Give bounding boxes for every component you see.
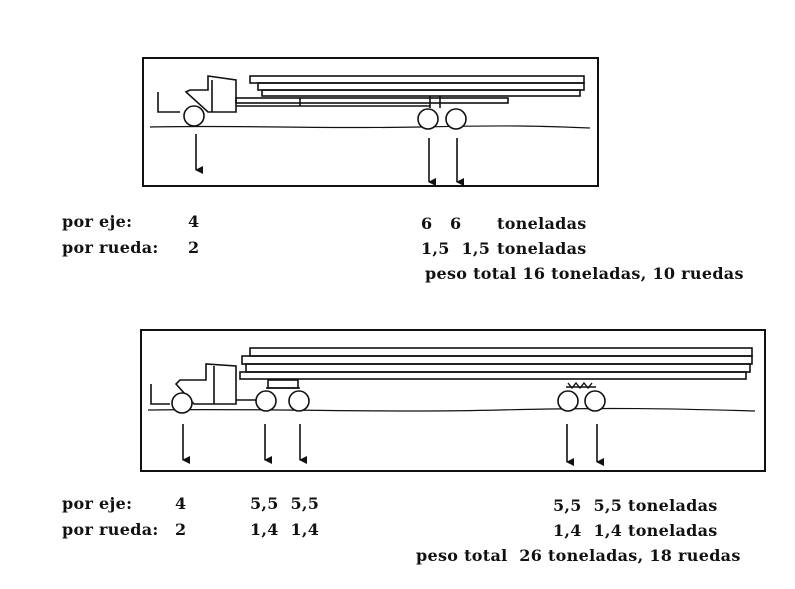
bottom-mid-wheel-1 xyxy=(255,390,277,412)
bottom-diagram xyxy=(140,329,766,472)
top-row1-unit: toneladas xyxy=(497,214,587,233)
top-front-wheel xyxy=(183,105,205,127)
top-tractor xyxy=(157,75,237,127)
bottom-mid-wheel-2 xyxy=(288,390,310,412)
top-row1-front: 4 xyxy=(188,212,200,231)
bottom-logs-load xyxy=(239,347,753,380)
bottom-row1-front: 4 xyxy=(175,494,187,513)
bottom-row1-label: por eje: xyxy=(62,494,133,513)
bottom-total: peso total 26 toneladas, 18 ruedas xyxy=(416,546,741,565)
top-rear-wheel-2 xyxy=(445,108,467,130)
bottom-row2-unit: toneladas xyxy=(628,521,718,540)
bottom-front-bogie xyxy=(266,379,300,389)
top-row2-unit: toneladas xyxy=(497,239,587,258)
top-row1-rear: 6 6 xyxy=(421,214,462,233)
top-row1-label: por eje: xyxy=(62,212,133,231)
top-row2-label: por rueda: xyxy=(62,238,159,257)
bottom-row1-mid: 5,5 5,5 xyxy=(250,494,320,513)
bottom-rear-wheel-2 xyxy=(584,390,606,412)
bottom-row2-mid: 1,4 1,4 xyxy=(250,520,320,539)
bottom-front-wheel xyxy=(171,392,193,414)
top-total: peso total 16 toneladas, 10 ruedas xyxy=(425,264,744,283)
bottom-tractor xyxy=(150,363,256,414)
bottom-row1-unit: toneladas xyxy=(628,496,718,515)
bottom-ground xyxy=(147,407,756,412)
bottom-row2-label: por rueda: xyxy=(62,520,159,539)
top-rear-wheel-1 xyxy=(417,108,439,130)
top-diagram xyxy=(142,57,599,187)
top-logs-load xyxy=(235,75,585,108)
bottom-frame xyxy=(140,329,766,472)
top-frame xyxy=(142,57,599,187)
top-row2-front: 2 xyxy=(188,238,200,257)
bottom-rear-bogie xyxy=(566,381,596,390)
top-row2-rear: 1,5 1,5 xyxy=(421,239,491,258)
bottom-rear-wheel-1 xyxy=(557,390,579,412)
top-ground xyxy=(149,125,591,129)
bottom-row2-rear: 1,4 1,4 xyxy=(553,521,623,540)
bottom-row2-front: 2 xyxy=(175,520,187,539)
bottom-row1-rear: 5,5 5,5 xyxy=(553,496,623,515)
